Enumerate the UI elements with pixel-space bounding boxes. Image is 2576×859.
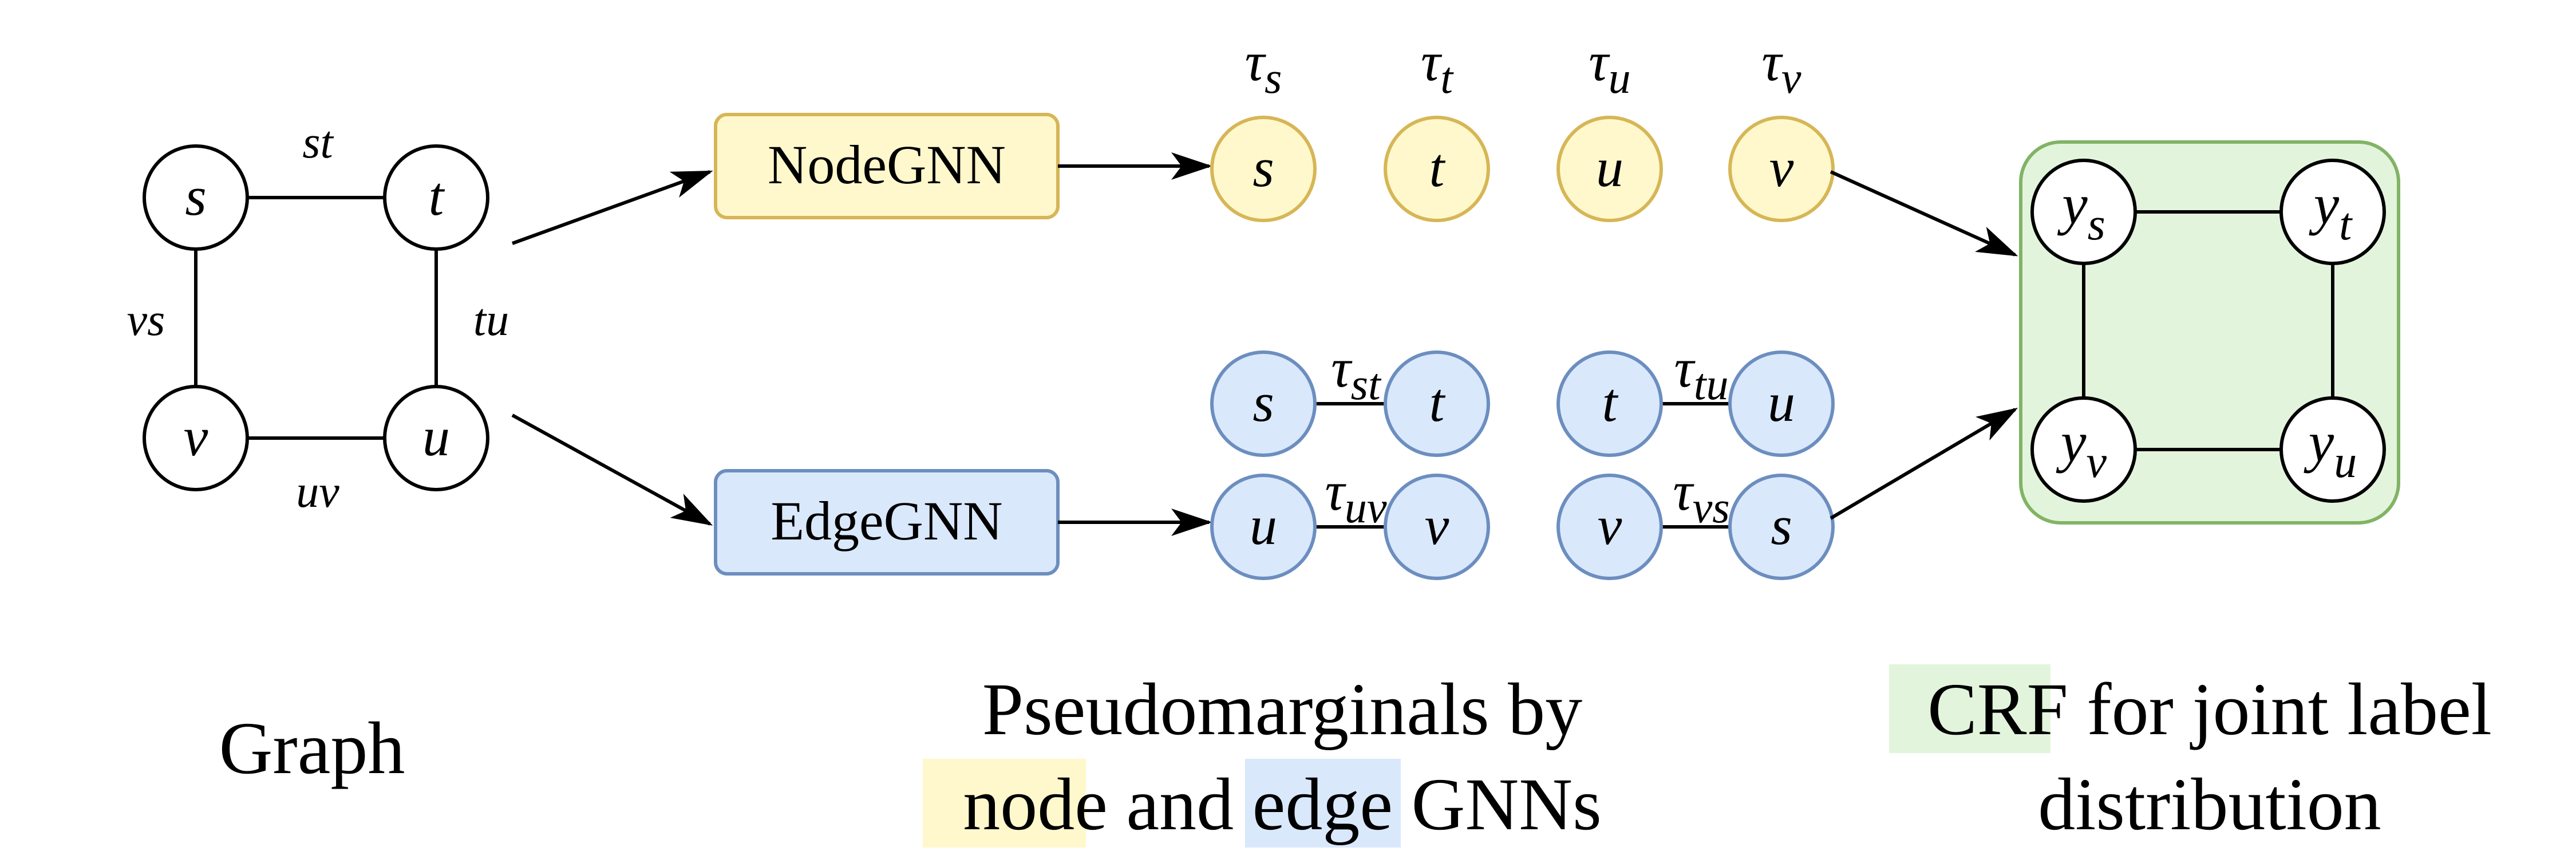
graph-edge-tu-label: tu [473, 295, 509, 345]
crf-node-yu [2279, 396, 2386, 503]
marginal-node-t-label: t [1429, 137, 1446, 198]
marginal-node-t [1384, 116, 1490, 222]
crf-caption-crf-word: CRF [1927, 668, 2068, 751]
marginal-node-v [1728, 116, 1835, 222]
crf-caption-rest: for joint label [2068, 668, 2492, 751]
graph-node-v [143, 385, 249, 491]
tau-node-v: τv [1762, 31, 1801, 103]
marginal-edge-st-node-s-label: s [1253, 372, 1274, 433]
marginal-node-s-label: s [1253, 137, 1274, 198]
pseudomarginals-caption-line2: node and edge GNNs [963, 763, 1602, 846]
pseudomarginals-caption-line1: Pseudomarginals by [982, 668, 1582, 751]
marginal-node-v-label: v [1769, 137, 1794, 198]
edge-highlight [1245, 759, 1401, 848]
graph-node-t [383, 144, 489, 251]
arrow-graph-to-nodegnn [511, 170, 713, 245]
marginal-edge-tu-node-t-label: t [1602, 372, 1619, 433]
graph-node-t-label: t [429, 166, 445, 227]
tau-node-t: τt [1421, 31, 1454, 103]
arrow-edge-marginals-to-crf [1830, 407, 2018, 520]
marginal-edge-vs-node-v [1556, 474, 1663, 580]
marginal-edge-vs-node-s-label: s [1771, 495, 1792, 556]
graph-edge-st-label: st [302, 117, 334, 168]
marginal-edge-uv-node-u [1210, 474, 1317, 580]
graph-node-s [143, 144, 249, 251]
crf-caption: CRF for joint label distribution [1889, 664, 2492, 846]
marginal-edge-tu-node-u-label: u [1768, 372, 1795, 433]
marginal-edge-uv-node-u-label: u [1250, 495, 1277, 556]
marginal-edge-uv-node-v-label: v [1425, 495, 1449, 556]
arrow-graph-to-edgegnn [511, 413, 713, 526]
graph-node-s-label: s [185, 166, 206, 227]
tau-edge-vs: τvs [1673, 460, 1729, 532]
marginal-edge-st-node-s [1210, 350, 1317, 457]
crf-node-ys [2030, 159, 2137, 265]
graph-edge-uv-label: uv [296, 467, 339, 517]
node-highlight [923, 759, 1086, 848]
node-pseudomarginals: τs s τt t τu u τv v [1210, 31, 1835, 222]
input-graph: s t v u st tu vs uv Graph [127, 117, 509, 790]
tau-edge-st: τst [1331, 337, 1382, 409]
marginal-edge-vs-node-v-label: v [1598, 495, 1622, 556]
pseudomarginals-caption: Pseudomarginals by node and edge GNNs [923, 668, 1602, 848]
caption-edge-word: edge [1253, 763, 1393, 846]
arrow-node-marginals-to-crf [1830, 170, 2018, 257]
marginal-edge-vs-node-s [1728, 474, 1835, 580]
marginal-node-u [1556, 116, 1663, 222]
marginal-node-s [1210, 116, 1317, 222]
tau-node-u: τu [1589, 31, 1630, 103]
crf-node-yv [2030, 396, 2137, 503]
caption-and-word: and [1108, 763, 1253, 846]
edge-gnn-box: EdgeGNN [714, 469, 1060, 576]
crf-node-ys-label: ys [2057, 172, 2105, 250]
crf-node-yt-label: yt [2309, 172, 2353, 250]
caption-gnns-word: GNNs [1393, 763, 1602, 846]
tau-node-s: τs [1245, 31, 1282, 103]
tau-edge-uv: τuv [1325, 460, 1387, 532]
tau-edge-tu: τtu [1674, 337, 1728, 409]
crf-node-yu-label: yu [2304, 410, 2357, 487]
marginal-edge-st-node-t [1384, 350, 1490, 457]
marginal-edge-tu-node-u [1728, 350, 1835, 457]
crf-box: ys yt yv yu [2019, 140, 2400, 525]
crf-caption-line2: distribution [2038, 763, 2381, 846]
crf-highlight [1889, 664, 2050, 753]
graph-caption: Graph [219, 707, 405, 790]
graph-node-u-label: u [422, 406, 450, 467]
graph-node-u [383, 385, 489, 491]
graph-edge-vs-label: vs [127, 295, 165, 345]
marginal-node-u-label: u [1596, 137, 1623, 198]
edge-gnn-label: EdgeGNN [771, 490, 1002, 551]
marginal-edge-uv-node-v [1384, 474, 1490, 580]
node-gnn-label: NodeGNN [768, 134, 1006, 195]
crf-caption-line1: CRF for joint label [1927, 668, 2492, 751]
caption-node-word: node [963, 763, 1108, 846]
crf-node-yv-label: yv [2056, 410, 2107, 487]
marginal-edge-st-node-t-label: t [1429, 372, 1446, 433]
node-gnn-box: NodeGNN [714, 113, 1060, 219]
marginal-edge-tu-node-t [1556, 350, 1663, 457]
graph-node-v-label: v [184, 406, 208, 467]
crf-node-yt [2279, 159, 2386, 265]
